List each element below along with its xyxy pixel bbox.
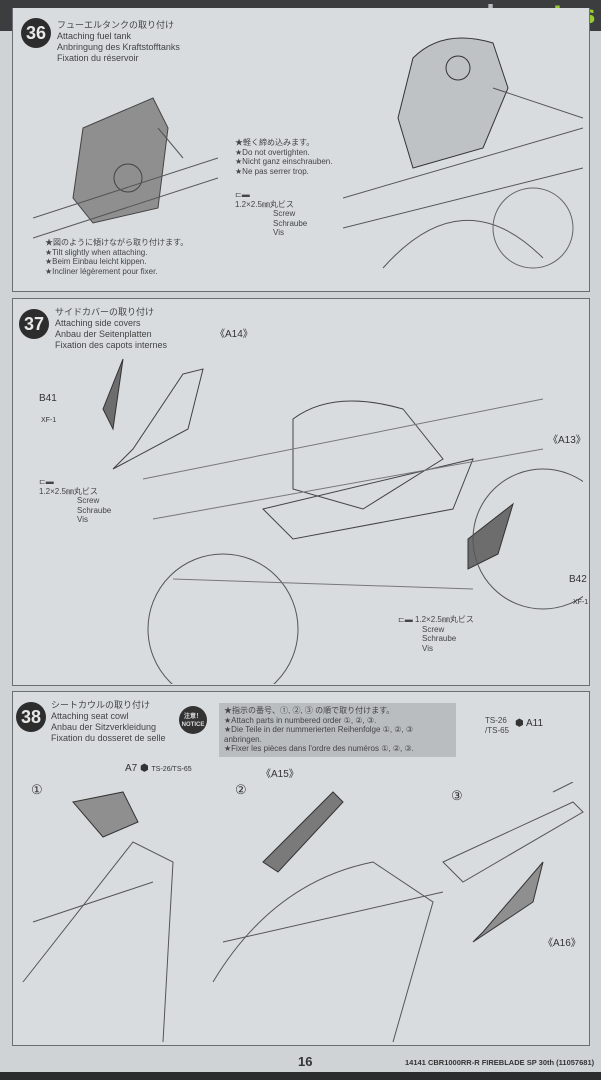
part-a16-label: 《A16》: [543, 938, 581, 949]
paint-xf1-label: XF-1: [41, 417, 57, 424]
part-a15-label: 《A15》: [261, 769, 299, 780]
side-cover-illustration: [102, 358, 583, 684]
notice-badge: 注意！ NOTICE: [179, 706, 207, 734]
model-caption: 14141 CBR1000RR-R FIREBLADE SP 30th (110…: [405, 1058, 595, 1067]
sub-step-2: ②: [235, 782, 247, 797]
part-b41-label: B41: [39, 393, 57, 404]
screw-icon: ⊏▬: [398, 615, 415, 624]
screw-callout-right: ⊏▬ 1.2×2.5㎜丸ビス Screw Schraube Vis: [398, 615, 474, 653]
screw-icon: ⊏▬: [235, 190, 250, 199]
part-b42-label: B42: [569, 574, 587, 585]
paint-xf1-label: XF-1: [573, 599, 589, 606]
page-number: 16: [298, 1054, 313, 1069]
fuel-tank-detail-illustration: [33, 97, 218, 239]
step-number: 37: [19, 309, 49, 339]
overtighten-note: ★軽く締め込みます。★Do not overtighten.★Nicht gan…: [235, 138, 333, 176]
part-a13-label: 《A13》: [548, 435, 586, 446]
seat-cowl-illustration: [22, 782, 584, 1043]
step-number: 38: [16, 702, 46, 732]
paint-icon: ⬢: [140, 763, 149, 774]
bottom-edge: [0, 1072, 601, 1080]
step-number: 36: [21, 18, 51, 48]
screw-icon: ⊏▬: [39, 477, 54, 486]
tilt-note: ★図のように傾けながら取り付けます。★Tilt slightly when at…: [45, 238, 189, 276]
paint-icon: ⬢: [515, 718, 524, 729]
part-a7-label: A7 ⬢ TS-26/TS-65: [125, 763, 192, 774]
part-a11-paint: TS-26/TS-65: [485, 716, 510, 735]
screw-callout-left: ⊏▬ 1.2×2.5㎜丸ビス Screw Schraube Vis: [39, 477, 112, 524]
screw-callout: ⊏▬ 1.2×2.5㎜丸ビス Screw Schraube Vis: [235, 190, 308, 237]
fuel-tank-main-illustration: [343, 37, 583, 269]
part-a11-label: ⬢ A11: [515, 718, 544, 729]
part-a14-label: 《A14》: [215, 329, 253, 340]
sub-step-3: ③: [451, 788, 463, 803]
notice-box: ★指示の番号、①, ②, ③ の順で取り付けます。★Attach parts i…: [219, 703, 456, 757]
sub-step-1: ①: [31, 782, 43, 797]
